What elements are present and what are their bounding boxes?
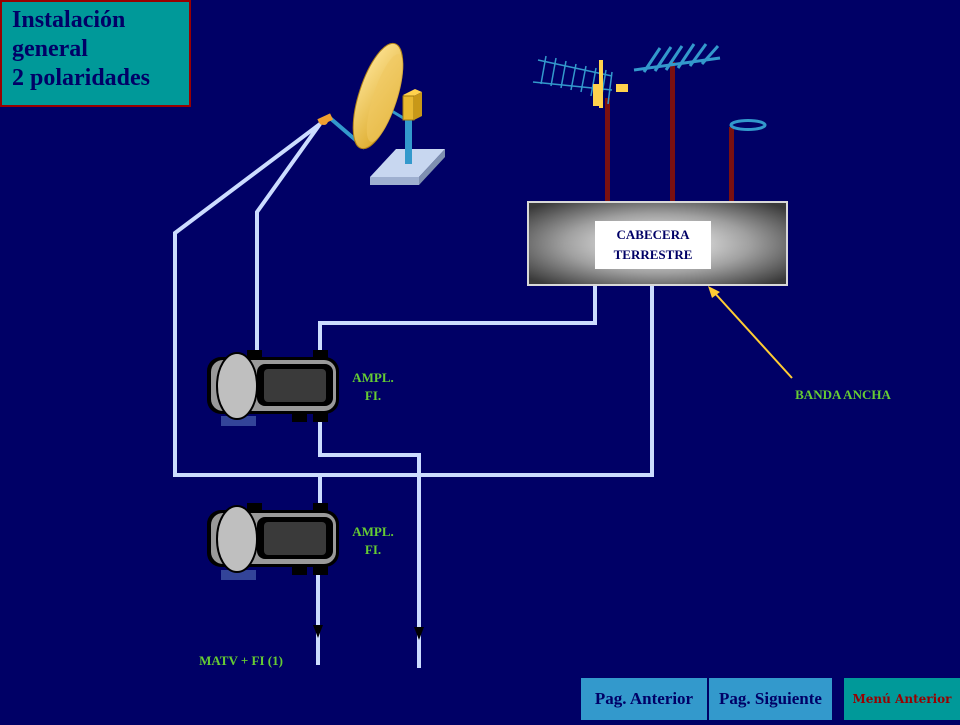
amplifier-label-line: AMPL. bbox=[352, 370, 394, 385]
amplifier-label-line: AMPL. bbox=[352, 524, 394, 539]
arrow-down-icon bbox=[313, 625, 323, 638]
title-line: general bbox=[12, 36, 88, 62]
terrestrial-antennas-icon bbox=[532, 43, 767, 203]
satellite-dish-icon bbox=[317, 42, 445, 185]
headend-label: CABECERA TERRESTRE bbox=[595, 221, 711, 269]
output-label: MATV + FI (1) bbox=[199, 653, 283, 668]
amplifier-label-line: FI. bbox=[364, 542, 382, 557]
headend-label-line: CABECERA bbox=[616, 227, 690, 242]
page-title: Instalación general 2 polaridades bbox=[0, 0, 191, 107]
amplifier-label: AMPL. FI. bbox=[342, 369, 404, 405]
amplifier-icon bbox=[207, 350, 339, 426]
previous-menu-button[interactable]: Menú Anterior bbox=[844, 678, 960, 720]
amplifier-label: AMPL. FI. bbox=[342, 523, 404, 559]
amplifier-icon bbox=[207, 503, 339, 580]
next-page-button[interactable]: Pag. Siguiente bbox=[709, 678, 832, 720]
arrow-down-icon bbox=[414, 627, 424, 640]
broadband-label: BANDA ANCHA bbox=[795, 387, 891, 402]
cable-lines bbox=[173, 122, 654, 668]
arrow-icon bbox=[708, 286, 720, 298]
headend-label-line: TERRESTRE bbox=[613, 247, 693, 262]
title-line: Instalación bbox=[12, 7, 126, 33]
prev-page-button[interactable]: Pag. Anterior bbox=[581, 678, 707, 720]
broadband-pointer bbox=[711, 289, 793, 379]
amplifier-label-line: FI. bbox=[364, 388, 382, 403]
title-line: 2 polaridades bbox=[12, 65, 151, 91]
